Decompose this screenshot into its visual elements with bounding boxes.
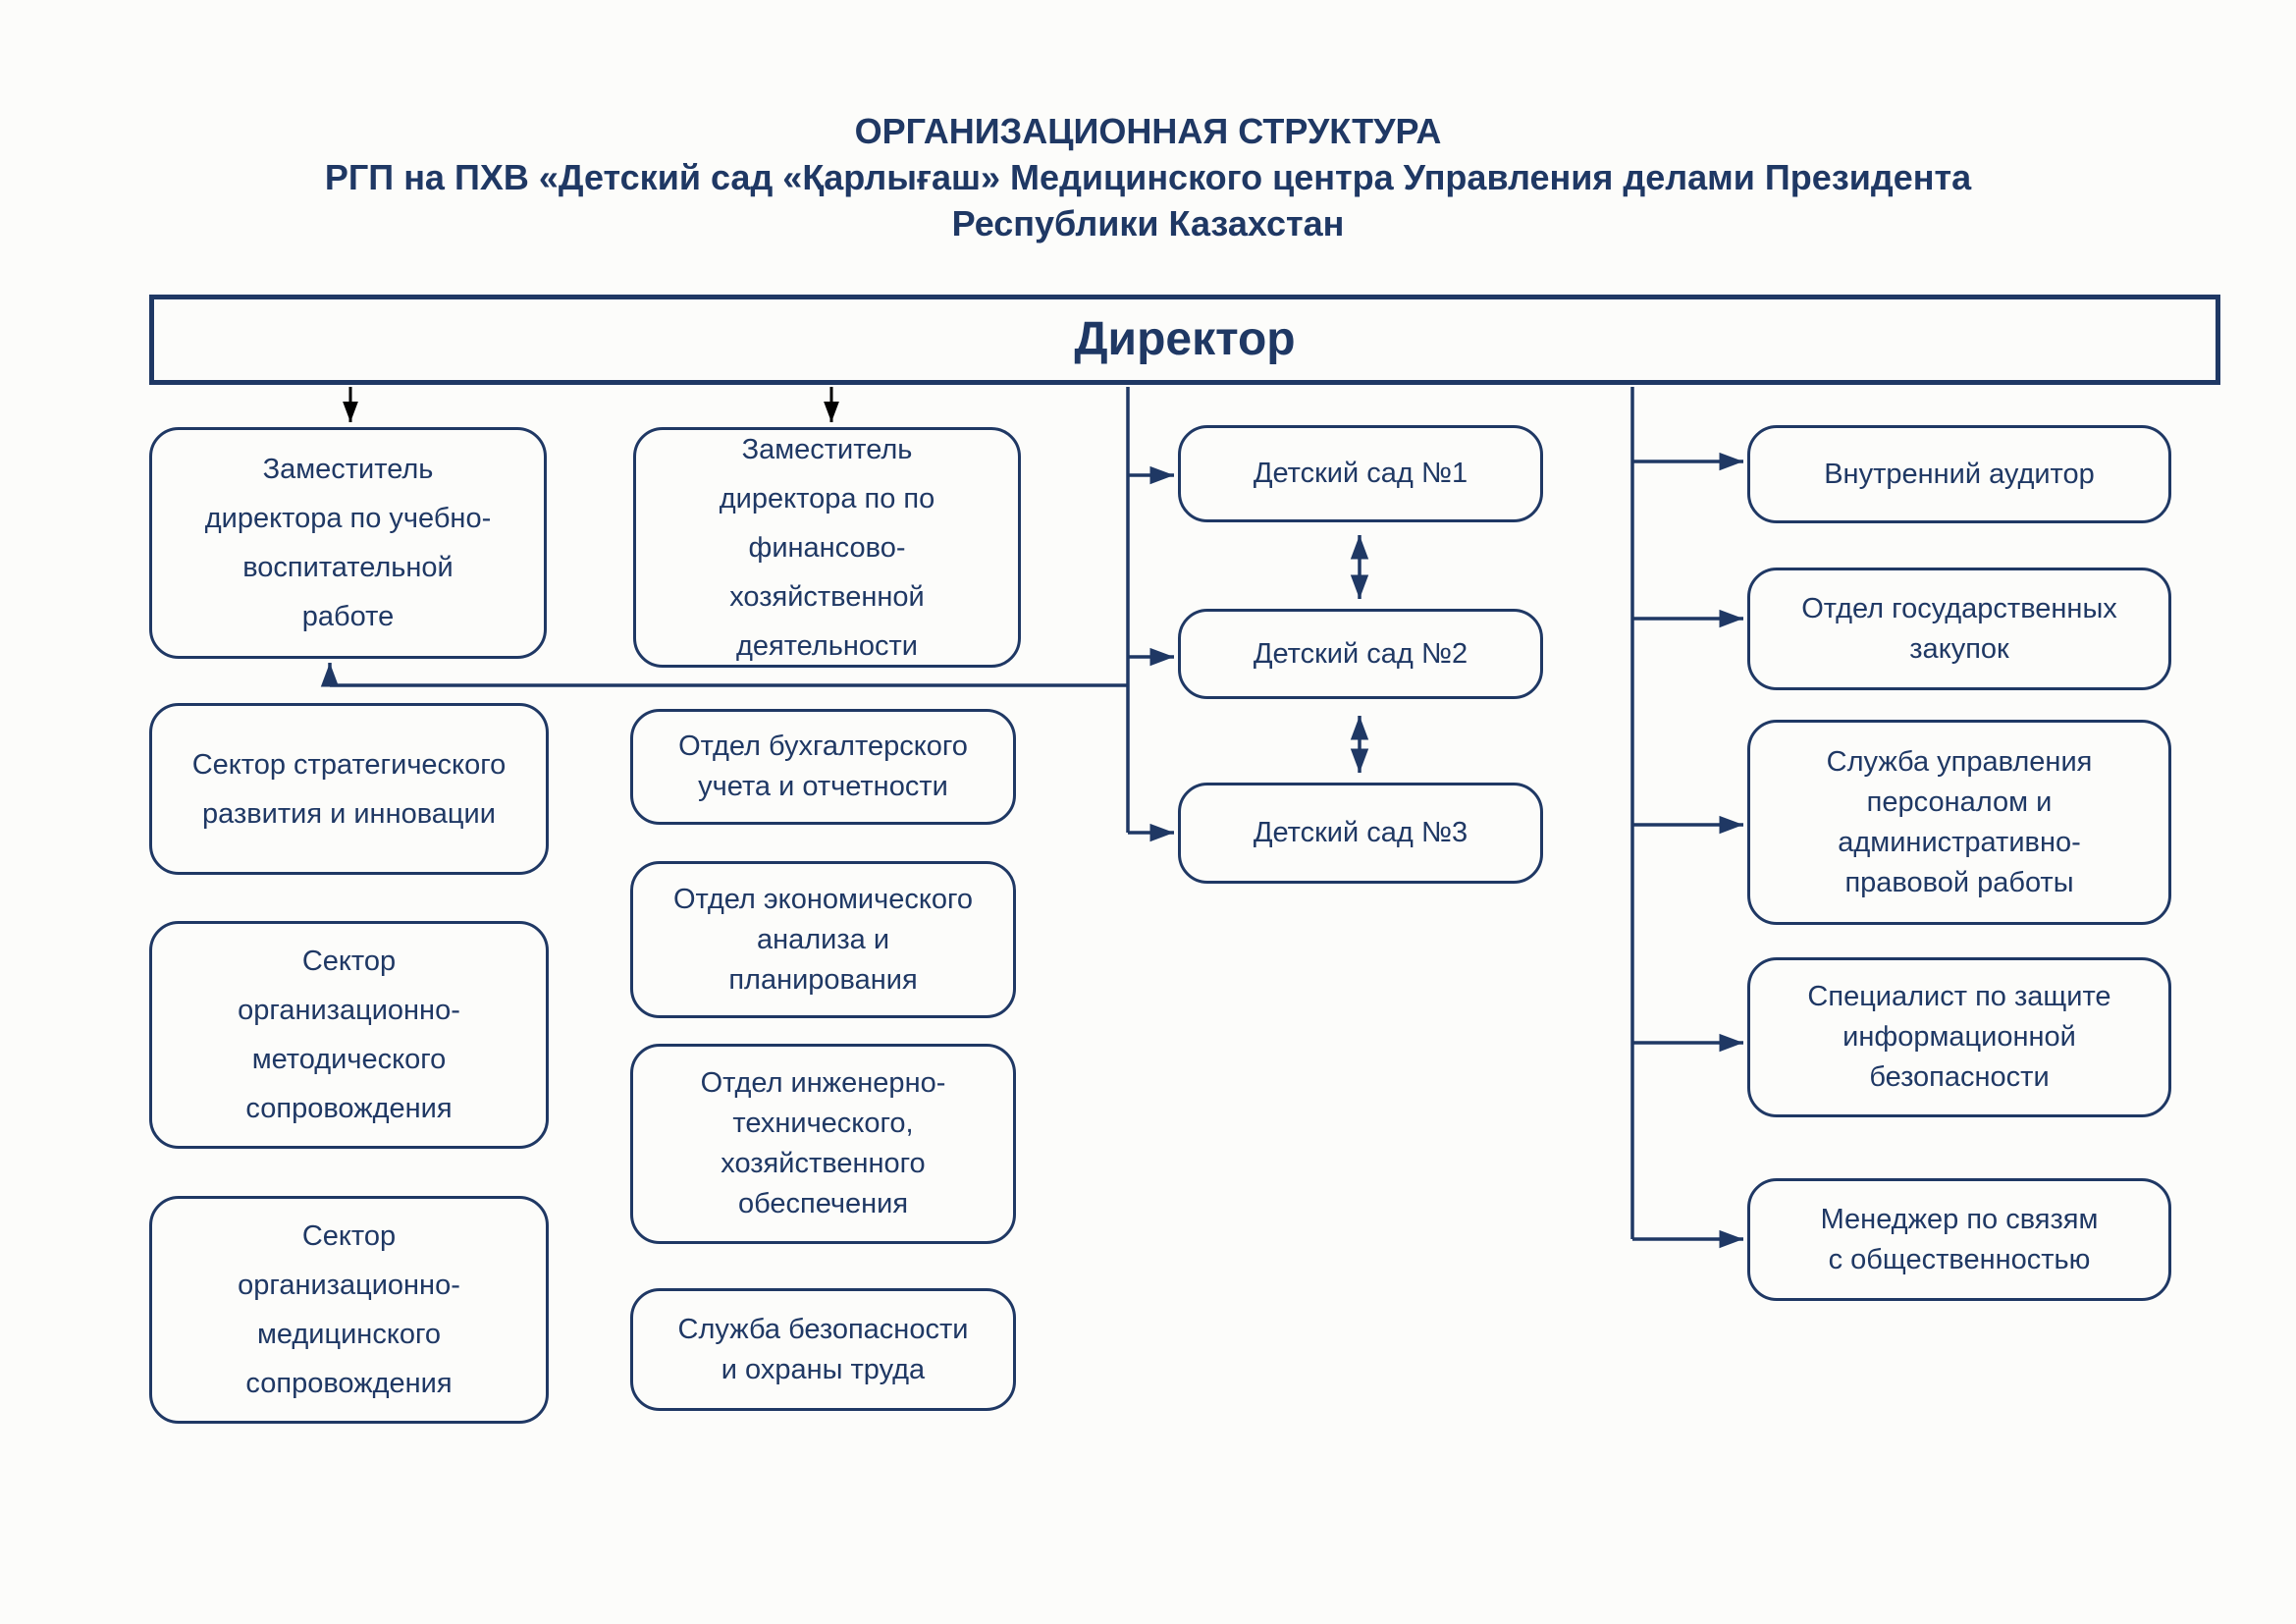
node-internal-auditor: Внутренний аудитор — [1747, 425, 2171, 523]
node-engineering-dept: Отдел инженерно- технического, хозяйстве… — [630, 1044, 1016, 1244]
node-kindergarten-1: Детский сад №1 — [1178, 425, 1543, 522]
node-deputy-finance: Заместитель директора по по финансово- х… — [633, 427, 1021, 668]
node-sector-org-medical: Сектор организационно- медицинского сопр… — [149, 1196, 549, 1424]
node-accounting-dept: Отдел бухгалтерского учета и отчетности — [630, 709, 1016, 825]
node-director: Директор — [149, 295, 2220, 385]
node-sector-org-method: Сектор организационно- методического соп… — [149, 921, 549, 1149]
right-trunk — [1630, 387, 1743, 1249]
director-to-deputies-arrows — [343, 387, 839, 422]
node-kindergarten-3: Детский сад №3 — [1178, 783, 1543, 884]
node-procurement-dept: Отдел государственных закупок — [1747, 568, 2171, 690]
node-pr-manager: Менеджер по связям с общественностью — [1747, 1178, 2171, 1301]
node-safety-service: Служба безопасности и охраны труда — [630, 1288, 1016, 1411]
kindergarten-trunk — [1126, 387, 1174, 842]
node-hr-legal-service: Служба управления персоналом и администр… — [1747, 720, 2171, 925]
node-kindergarten-2: Детский сад №2 — [1178, 609, 1543, 699]
node-deputy-education: Заместитель директора по учебно- воспита… — [149, 427, 547, 659]
node-infosec-specialist: Специалист по защите информационной безо… — [1747, 957, 2171, 1117]
feedback-line-to-deputy-edu — [320, 663, 1128, 687]
node-sector-strategy: Сектор стратегического развития и иннова… — [149, 703, 549, 875]
chart-title-line2: РГП на ПХВ «Детский сад «Қарлығаш» Медиц… — [324, 157, 1972, 197]
chart-title-line1: ОРГАНИЗАЦИОННАЯ СТРУКТУРА — [854, 111, 1442, 151]
chart-title: ОРГАНИЗАЦИОННАЯ СТРУКТУРА РГП на ПХВ «Де… — [0, 108, 2296, 246]
chart-title-line3: Республики Казахстан — [951, 203, 1345, 244]
node-economics-dept: Отдел экономического анализа и планирова… — [630, 861, 1016, 1018]
